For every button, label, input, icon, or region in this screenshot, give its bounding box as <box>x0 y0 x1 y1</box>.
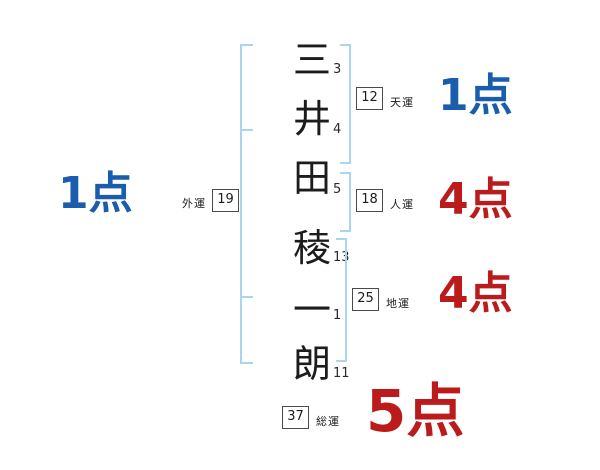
name-char-4: 稜 <box>292 226 331 270</box>
bracket-tick-icon <box>240 44 253 46</box>
jin-un-bracket <box>340 172 351 232</box>
sou-un-score: 5点 <box>366 377 465 445</box>
name-char-2: 井 <box>292 97 331 141</box>
stroke-count-3: 5 <box>333 182 342 197</box>
chi-un-bracket <box>336 238 347 362</box>
ten-un-score: 1点 <box>438 70 513 121</box>
bracket-tick-icon <box>240 296 253 298</box>
stroke-count-2: 4 <box>333 122 342 137</box>
stroke-count-6: 11 <box>333 366 350 381</box>
sou-un-label: 総運 <box>316 415 340 428</box>
chi-un-score: 4点 <box>438 268 513 319</box>
ten-un-label: 天運 <box>390 96 414 109</box>
ten-un-value-box: 12 <box>356 87 383 110</box>
jin-un-value-box: 18 <box>356 189 383 212</box>
gai-un-label: 外運 <box>182 197 206 210</box>
name-char-5: 一 <box>292 288 331 332</box>
chi-un-label: 地運 <box>386 297 410 310</box>
stroke-count-1: 3 <box>333 62 342 77</box>
ten-un-bracket <box>340 44 351 164</box>
jin-un-label: 人運 <box>390 198 414 211</box>
name-char-6: 朗 <box>292 342 331 386</box>
name-char-3: 田 <box>292 156 331 200</box>
gai-un-score: 1点 <box>58 168 133 219</box>
bracket-line-icon <box>240 44 242 364</box>
sou-un-value-box: 37 <box>282 406 309 429</box>
bracket-tick-icon <box>240 129 253 131</box>
stroke-count-5: 1 <box>333 308 342 323</box>
name-char-1: 三 <box>292 38 331 82</box>
jin-un-score: 4点 <box>438 174 513 225</box>
bracket-tick-icon <box>240 362 253 364</box>
gai-un-value-box: 19 <box>212 189 239 212</box>
chi-un-value-box: 25 <box>352 288 379 311</box>
